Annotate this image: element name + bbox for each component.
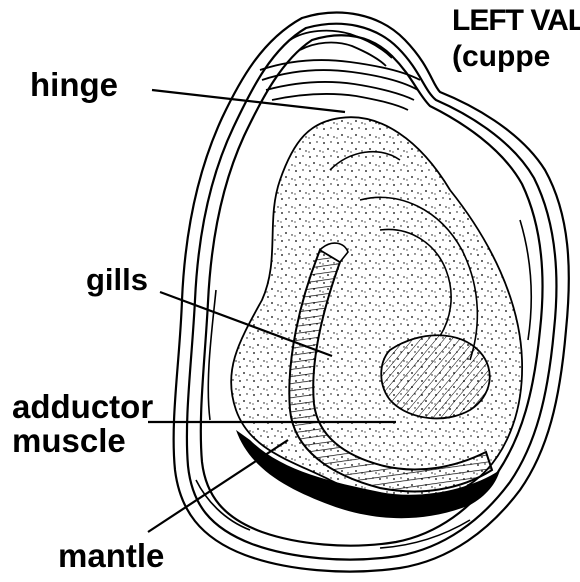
adductor-muscle-shape xyxy=(381,335,489,418)
adductor-label-line-2: muscle xyxy=(12,422,126,460)
hinge-ridges xyxy=(260,31,420,110)
title-line-1: LEFT VAL xyxy=(452,4,580,38)
gills-label: gills xyxy=(86,262,148,298)
hinge-label: hinge xyxy=(30,66,118,104)
body-mass xyxy=(231,117,522,500)
mantle-label: mantle xyxy=(58,537,164,575)
title-line-2: (cuppe xyxy=(452,40,550,74)
mantle-leader xyxy=(148,440,288,532)
adductor-label-line-1: adductor xyxy=(12,388,153,426)
